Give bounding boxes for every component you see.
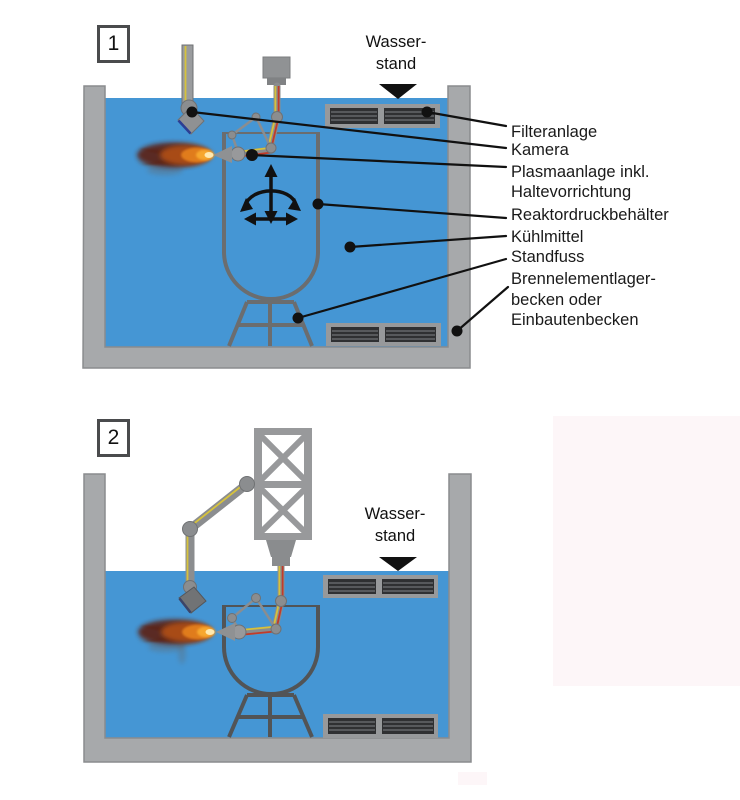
legend-plasmaanlage-1: Plasmaanlage inkl. [511, 163, 650, 181]
camera-lens [177, 119, 192, 135]
pink-watermark-large [553, 416, 740, 686]
plasma-torch-assembly [216, 562, 287, 641]
cutting-flame [138, 619, 215, 664]
legend-becken-3: Einbautenbecken [511, 311, 639, 329]
water-level-label-panel1: Wasser- stand [365, 33, 427, 73]
legend-leader-lines [186, 106, 510, 337]
panel-2-scene [83, 428, 472, 763]
filter-unit-top [323, 575, 438, 598]
legend-kamera: Kamera [511, 141, 569, 159]
pink-watermark-small [458, 772, 487, 785]
legend-becken-2: becken oder [511, 291, 602, 309]
legend-becken-1: Brennelementlager- [511, 270, 656, 288]
panel-1-number: 1 [97, 25, 130, 63]
legend-kuehlmittel: Kühlmittel [511, 228, 584, 246]
camera-assembly [177, 44, 205, 135]
vessel-stand [227, 300, 314, 347]
motion-arrows [240, 164, 301, 226]
filter-unit-top [325, 104, 440, 128]
filter-unit-bottom [323, 714, 438, 738]
water-level-marker [379, 84, 417, 99]
torch-head [213, 146, 232, 163]
pool-basin [83, 473, 472, 763]
support-tower [254, 428, 312, 566]
legend-plasmaanlage-2: Haltevorrichtung [511, 183, 632, 201]
panel-1-scene [82, 44, 471, 369]
water-level-label-panel2: Wasser- stand [364, 505, 426, 545]
vessel-stand [227, 693, 314, 738]
filter-unit-bottom [326, 323, 441, 346]
torch-head [216, 623, 235, 641]
water-level-marker [379, 557, 417, 571]
legend-standfuss: Standfuss [511, 248, 585, 266]
pool-basin [82, 85, 471, 369]
panel-2-number: 2 [97, 419, 130, 457]
camera-lens [178, 597, 192, 614]
cutting-flame [137, 142, 214, 175]
pool-water [105, 98, 448, 347]
legend-filteranlage: Filteranlage [511, 123, 598, 141]
camera-arm-assembly [178, 476, 255, 614]
legend-reaktordruckbehaelter: Reaktordruckbehälter [511, 206, 669, 224]
